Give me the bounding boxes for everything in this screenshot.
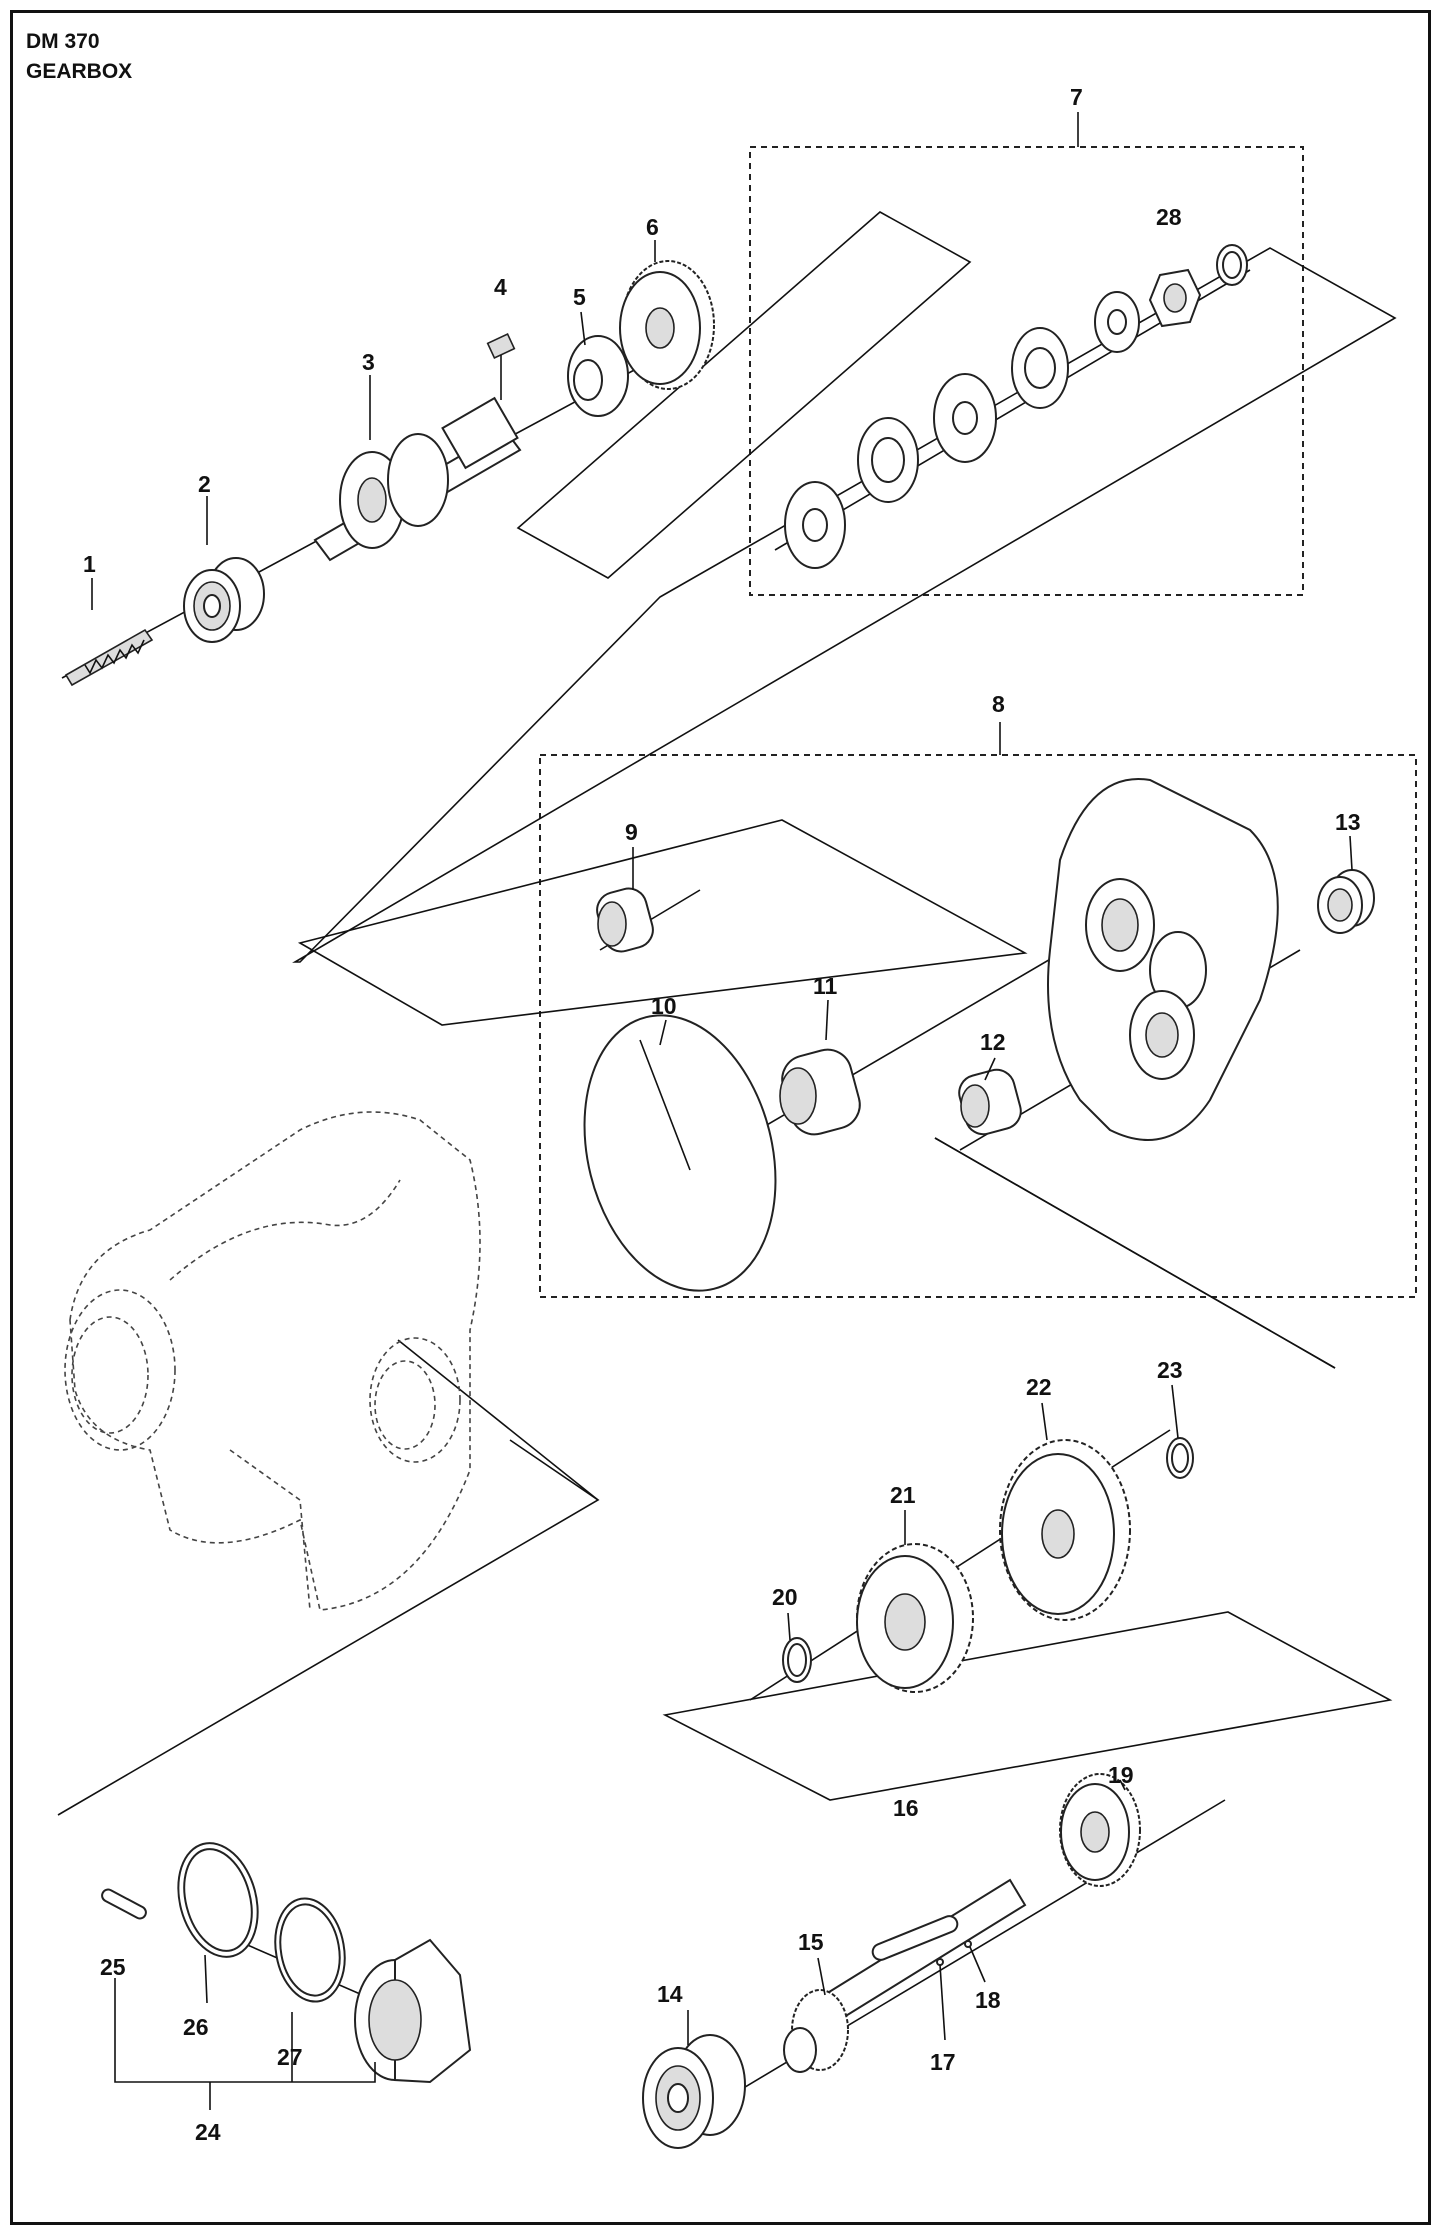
callout-6: 6 bbox=[646, 214, 659, 240]
part-10-o-ring bbox=[583, 1014, 777, 1292]
part-22-gear bbox=[999, 1439, 1131, 1621]
guide-plane-housing bbox=[57, 1439, 600, 1816]
gearbox-housing-outline bbox=[64, 1111, 481, 1611]
part-17-pin bbox=[936, 1958, 944, 1966]
group-7-box bbox=[749, 146, 1304, 596]
part-3-gear-shaft bbox=[313, 396, 522, 562]
group-8-box bbox=[539, 754, 1417, 1298]
part-7-clutch-plate-4 bbox=[1011, 327, 1069, 409]
callout-1: 1 bbox=[83, 551, 96, 577]
part-26-circlip bbox=[177, 1842, 259, 1958]
part-9-needle-bearing bbox=[596, 887, 654, 953]
callout-4: 4 bbox=[494, 274, 507, 300]
part-27-o-ring bbox=[274, 1897, 346, 2003]
callout-16: 16 bbox=[893, 1795, 919, 1821]
callout-26: 26 bbox=[183, 2014, 209, 2040]
callouts: 1 2 3 4 5 6 7 28 8 9 13 10 11 12 22 23 2… bbox=[83, 84, 1361, 2145]
part-12-needle-bearing bbox=[958, 1068, 1022, 1136]
part-23-snap-ring bbox=[1166, 1437, 1194, 1479]
part-7-washer bbox=[1094, 291, 1140, 353]
part-4-key bbox=[486, 333, 516, 359]
diagram-title: GEARBOX bbox=[26, 60, 133, 83]
callout-24: 24 bbox=[195, 2119, 221, 2145]
callout-21: 21 bbox=[890, 1482, 916, 1508]
callout-11: 11 bbox=[813, 973, 838, 999]
callout-10: 10 bbox=[651, 993, 677, 1019]
guide-plane-gears bbox=[662, 1611, 1393, 1801]
model-title: DM 370 bbox=[26, 30, 100, 53]
callout-12: 12 bbox=[980, 1029, 1006, 1055]
part-19-gear bbox=[1059, 1773, 1141, 1887]
part-13-shaft-seal bbox=[1317, 869, 1375, 934]
callout-9: 9 bbox=[625, 819, 638, 845]
part-7-clutch-plate-1 bbox=[784, 481, 846, 569]
guide-plane-upper bbox=[516, 211, 972, 579]
callout-2: 2 bbox=[198, 471, 211, 497]
part-18-pin bbox=[964, 1940, 972, 1948]
part-1-threaded-stud bbox=[64, 628, 154, 687]
part-7-snap-ring bbox=[1216, 244, 1248, 286]
callout-27: 27 bbox=[277, 2044, 303, 2070]
callout-13: 13 bbox=[1335, 809, 1361, 835]
diagram-frame bbox=[10, 10, 1431, 2225]
part-21-gear bbox=[856, 1543, 974, 1693]
callout-19: 19 bbox=[1108, 1762, 1134, 1788]
guide-plane-group8 bbox=[297, 819, 1028, 1026]
part-28-nut bbox=[1148, 268, 1202, 328]
callout-7: 7 bbox=[1070, 84, 1083, 110]
callout-20: 20 bbox=[772, 1584, 798, 1610]
callout-14: 14 bbox=[657, 1981, 683, 2007]
callout-17: 17 bbox=[930, 2049, 956, 2075]
part-5-spacer bbox=[567, 335, 629, 417]
part-15-pinion-shaft bbox=[783, 1878, 1027, 2073]
part-20-snap-ring bbox=[782, 1637, 812, 1683]
part-7-clutch-plate-2 bbox=[857, 417, 919, 503]
part-25-pin bbox=[101, 1888, 147, 1920]
part-16-key bbox=[871, 1915, 959, 1961]
part-8-gearbox-cover bbox=[1047, 778, 1279, 1141]
callout-15: 15 bbox=[798, 1929, 824, 1955]
part-2-ball-bearing bbox=[183, 557, 265, 643]
callout-3: 3 bbox=[362, 349, 375, 375]
callout-18: 18 bbox=[975, 1987, 1001, 2013]
callout-8: 8 bbox=[992, 691, 1005, 717]
part-14-ball-bearing bbox=[642, 2034, 746, 2149]
part-11-needle-bearing bbox=[779, 1048, 861, 1136]
callout-23: 23 bbox=[1157, 1357, 1183, 1383]
callout-28: 28 bbox=[1156, 204, 1182, 230]
part-6-gear bbox=[619, 260, 715, 390]
callout-5: 5 bbox=[573, 284, 586, 310]
part-7-clutch-plate-3 bbox=[933, 373, 997, 463]
callout-22: 22 bbox=[1026, 1374, 1052, 1400]
callout-24-bracket bbox=[114, 1978, 376, 2110]
part-24-selector-knob bbox=[354, 1938, 472, 2084]
callout-25: 25 bbox=[100, 1954, 126, 1980]
